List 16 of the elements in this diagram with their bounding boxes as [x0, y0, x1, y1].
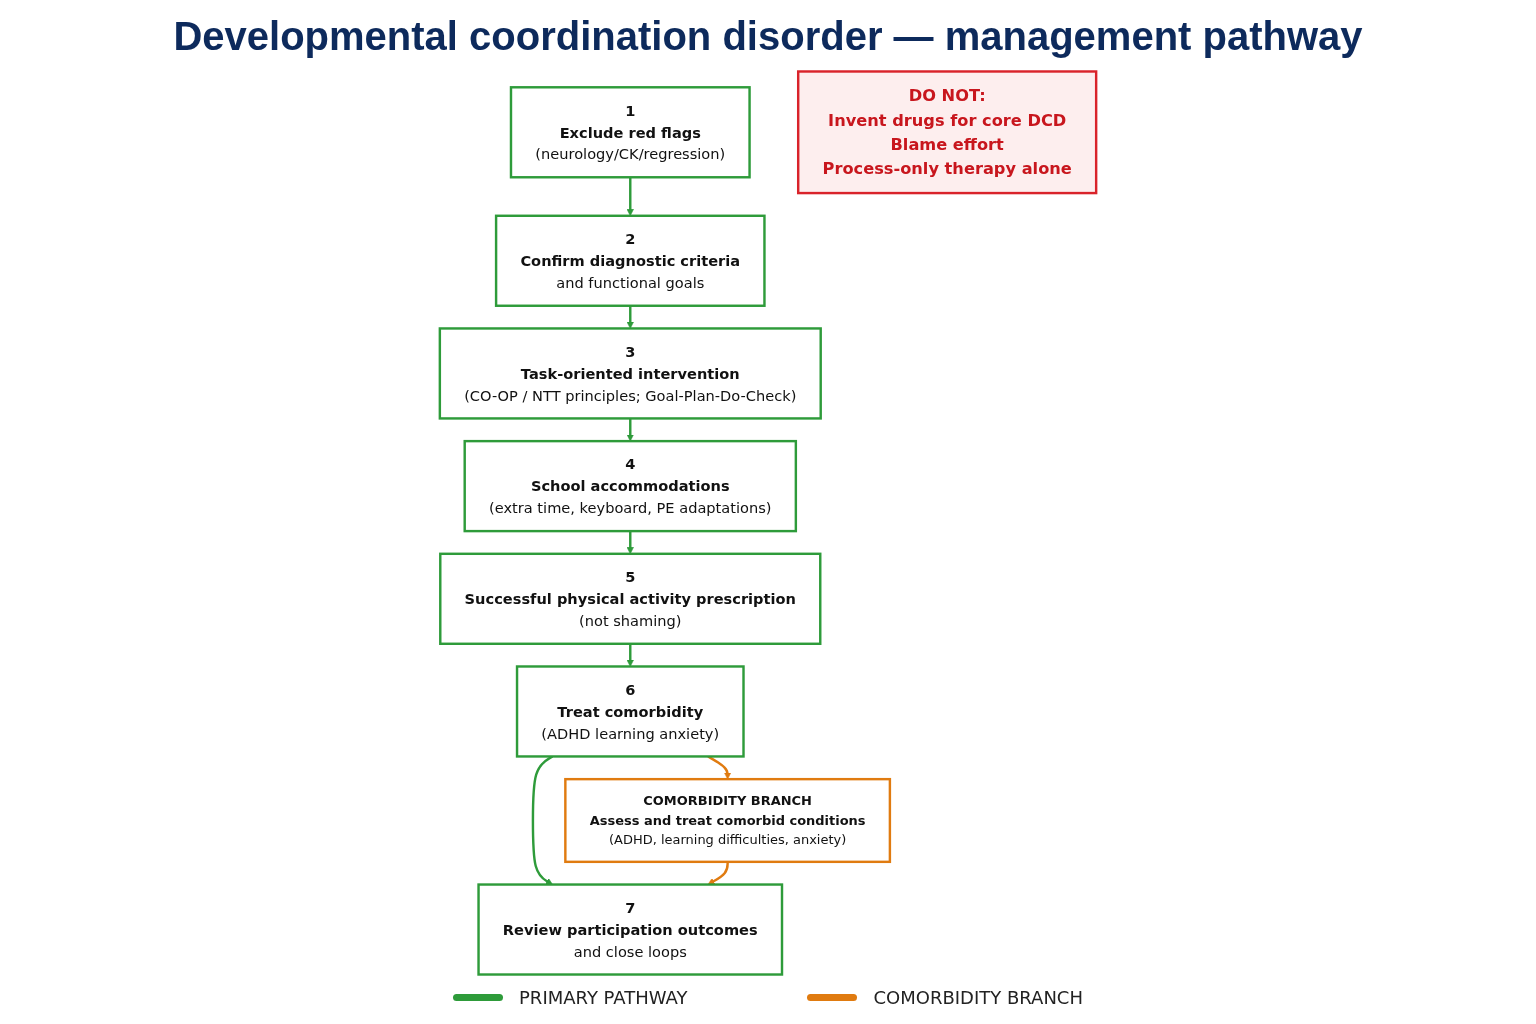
- title: Developmental coordination disorder — management pathway: [173, 14, 1363, 59]
- node-box: 2 Confirm diagnostic criteria and functional goals: [494, 214, 766, 307]
- node-box: DO NOT: Invent drugs for core DCD Blame effort Process-only therapy alone: [797, 70, 1098, 195]
- legend-label: COMORBIDITY BRANCH: [873, 987, 1083, 1008]
- arrow: [626, 418, 634, 442]
- node-box: 3 Task-oriented intervention (CO-OP / NTT principles; Goal-Plan-Do-Check): [438, 327, 822, 420]
- legend-label: PRIMARY PATHWAY: [519, 987, 688, 1008]
- node-box: 6 Treat comorbidity (ADHD learning anxiety): [515, 665, 745, 758]
- arrow: [626, 643, 634, 667]
- node-box: 5 Successful physical activity prescription (not shaming): [439, 552, 822, 645]
- node-box: 1 Exclude red flags (neurology/CK/regression): [509, 86, 751, 179]
- node-box: COMORBIDITY BRANCH Assess and treat comorbid conditions (ADHD, learning difficulties, anxiety): [564, 777, 892, 864]
- arrow: [707, 861, 729, 885]
- node-box: 7 Review participation outcomes and close loops: [477, 883, 784, 976]
- node-box: 4 School accommodations (extra time, keyboard, PE adaptations): [463, 439, 798, 533]
- arrow: [626, 305, 634, 329]
